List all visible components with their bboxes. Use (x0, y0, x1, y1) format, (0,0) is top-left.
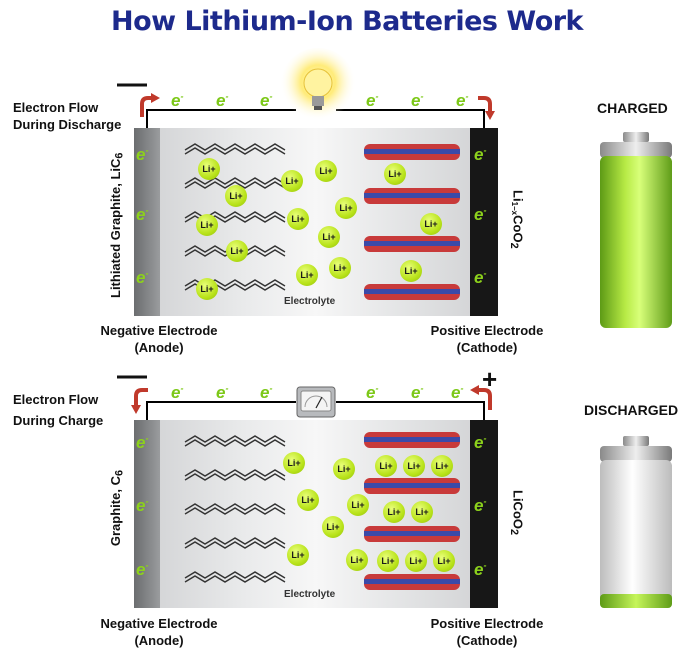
negative-terminal-sign: — (117, 359, 147, 392)
bottom-negative-electrode-label: Negative Electrode(Anode) (100, 616, 218, 648)
lithium-ion: Li+ (335, 197, 357, 219)
wire-electron: e- (451, 383, 464, 402)
wire-electron: e- (411, 91, 424, 110)
anode-electron: e- (136, 205, 149, 224)
bottom-cathode-layers (364, 432, 460, 590)
lithium-ion: Li+ (346, 549, 368, 571)
lithium-ion: Li+ (400, 260, 422, 282)
bottom-anode-plate (134, 420, 160, 608)
cathode-electron: e- (474, 496, 487, 515)
top-negative-electrode-label: Negative Electrode(Anode) (100, 323, 218, 355)
lithium-ion: Li+ (225, 185, 247, 207)
lithium-ion: Li+ (198, 158, 220, 180)
wire-electron: e- (216, 383, 229, 402)
wire-electron: e- (366, 91, 379, 110)
lithium-ion: Li+ (283, 452, 305, 474)
lithium-ion: Li+ (281, 170, 303, 192)
wire-electron: e- (216, 91, 229, 110)
top-cathode-plate (470, 128, 498, 316)
bottom-anode-material-label: Graphite, C6 (108, 470, 126, 547)
top-cathode-layers (364, 144, 460, 300)
charged-battery-icon (596, 130, 676, 330)
anode-electron: e- (136, 433, 149, 452)
bottom-flow-label-line2: During Charge (13, 413, 104, 428)
meter-icon (296, 386, 336, 418)
lithium-ion: Li+ (226, 240, 248, 262)
top-positive-electrode-label: Positive Electrode(Cathode) (430, 323, 544, 355)
lithium-ion: Li+ (318, 226, 340, 248)
anode-electron: e- (136, 268, 149, 287)
lithium-ion: Li+ (196, 214, 218, 236)
bottom-cathode-material-label: LiCoO2 (508, 490, 526, 536)
light-bulb-icon (278, 48, 358, 126)
lithium-ion: Li+ (384, 163, 406, 185)
wire-electron: e- (456, 91, 469, 110)
cathode-electron: e- (474, 433, 487, 452)
wire-electron: e- (366, 383, 379, 402)
wire-electron: e- (260, 91, 273, 110)
discharged-label: DISCHARGED (584, 402, 679, 418)
bottom-positive-electrode-label: Positive Electrode(Cathode) (430, 616, 544, 648)
bottom-flow-label: Electron Flow During Charge (13, 389, 103, 431)
top-anode-plate (134, 128, 160, 316)
cathode-electron: e- (474, 205, 487, 224)
positive-terminal-sign: + (482, 364, 498, 394)
bottom-graphite-layers (184, 435, 286, 583)
top-electrolyte-label: Electrolyte (284, 296, 336, 307)
lithium-ion: Li+ (315, 160, 337, 182)
anode-electron: e- (136, 496, 149, 515)
cathode-electron: e- (474, 560, 487, 579)
lithium-ion: Li+ (333, 458, 355, 480)
top-cathode-material-label: Li1−xCoO2 (508, 190, 526, 249)
lithium-ion: Li+ (411, 501, 433, 523)
lithium-ion: Li+ (433, 550, 455, 572)
top-flow-label-line2: During Discharge (13, 117, 122, 132)
lithium-ion: Li+ (420, 213, 442, 235)
lithium-ion: Li+ (347, 494, 369, 516)
lithium-ion: Li+ (287, 208, 309, 230)
discharged-battery-icon (596, 434, 676, 610)
lithium-ion: Li+ (377, 550, 399, 572)
lithium-ion: Li+ (383, 501, 405, 523)
lithium-ion: Li+ (322, 516, 344, 538)
wire-electron: e- (260, 383, 273, 402)
bottom-flow-label-line1: Electron Flow (13, 392, 99, 407)
wire-electron: e- (171, 383, 184, 402)
lithium-ion: Li+ (375, 455, 397, 477)
bottom-electrolyte-label: Electrolyte (284, 589, 336, 600)
wire-electron: e- (171, 91, 184, 110)
wire-electron: e- (411, 383, 424, 402)
lithium-ion: Li+ (287, 544, 309, 566)
top-flow-label: Electron Flow During Discharge (13, 99, 121, 133)
lithium-ion: Li+ (297, 489, 319, 511)
lithium-ion: Li+ (403, 455, 425, 477)
cathode-electron: e- (474, 145, 487, 164)
lithium-ion: Li+ (329, 257, 351, 279)
top-flow-label-line1: Electron Flow (13, 100, 99, 115)
lithium-ion: Li+ (296, 264, 318, 286)
lithium-ion: Li+ (196, 278, 218, 300)
lithium-ion: Li+ (431, 455, 453, 477)
bottom-cathode-plate (470, 420, 498, 608)
negative-terminal-sign: — (117, 67, 147, 100)
charged-label: CHARGED (597, 100, 668, 116)
page-title: How Lithium-Ion Batteries Work (110, 6, 584, 37)
lithium-ion: Li+ (405, 550, 427, 572)
anode-electron: e- (136, 145, 149, 164)
cathode-electron: e- (474, 268, 487, 287)
anode-electron: e- (136, 560, 149, 579)
